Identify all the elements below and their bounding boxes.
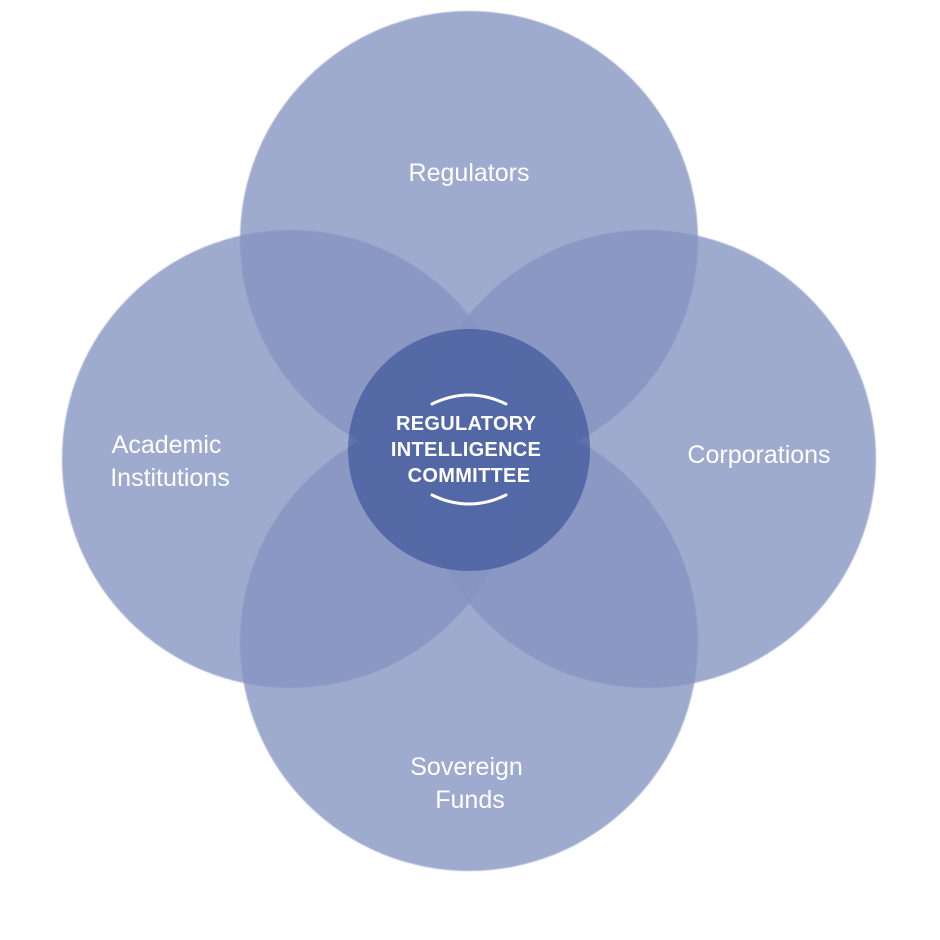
label-sovereign-funds: Sovereign Funds xyxy=(410,753,530,814)
logo-top-arc xyxy=(430,393,508,406)
logo-bottom-arc xyxy=(430,493,508,506)
center-circle xyxy=(348,329,590,571)
circle-academic-institutions xyxy=(62,230,520,688)
label-corporations: Corporations xyxy=(687,441,830,469)
label-academic-institutions: Academic Institutions xyxy=(110,431,230,492)
center-title: REGULATORY INTELLIGENCE COMMITTEE xyxy=(391,413,547,487)
label-regulators: Regulators xyxy=(409,159,530,187)
